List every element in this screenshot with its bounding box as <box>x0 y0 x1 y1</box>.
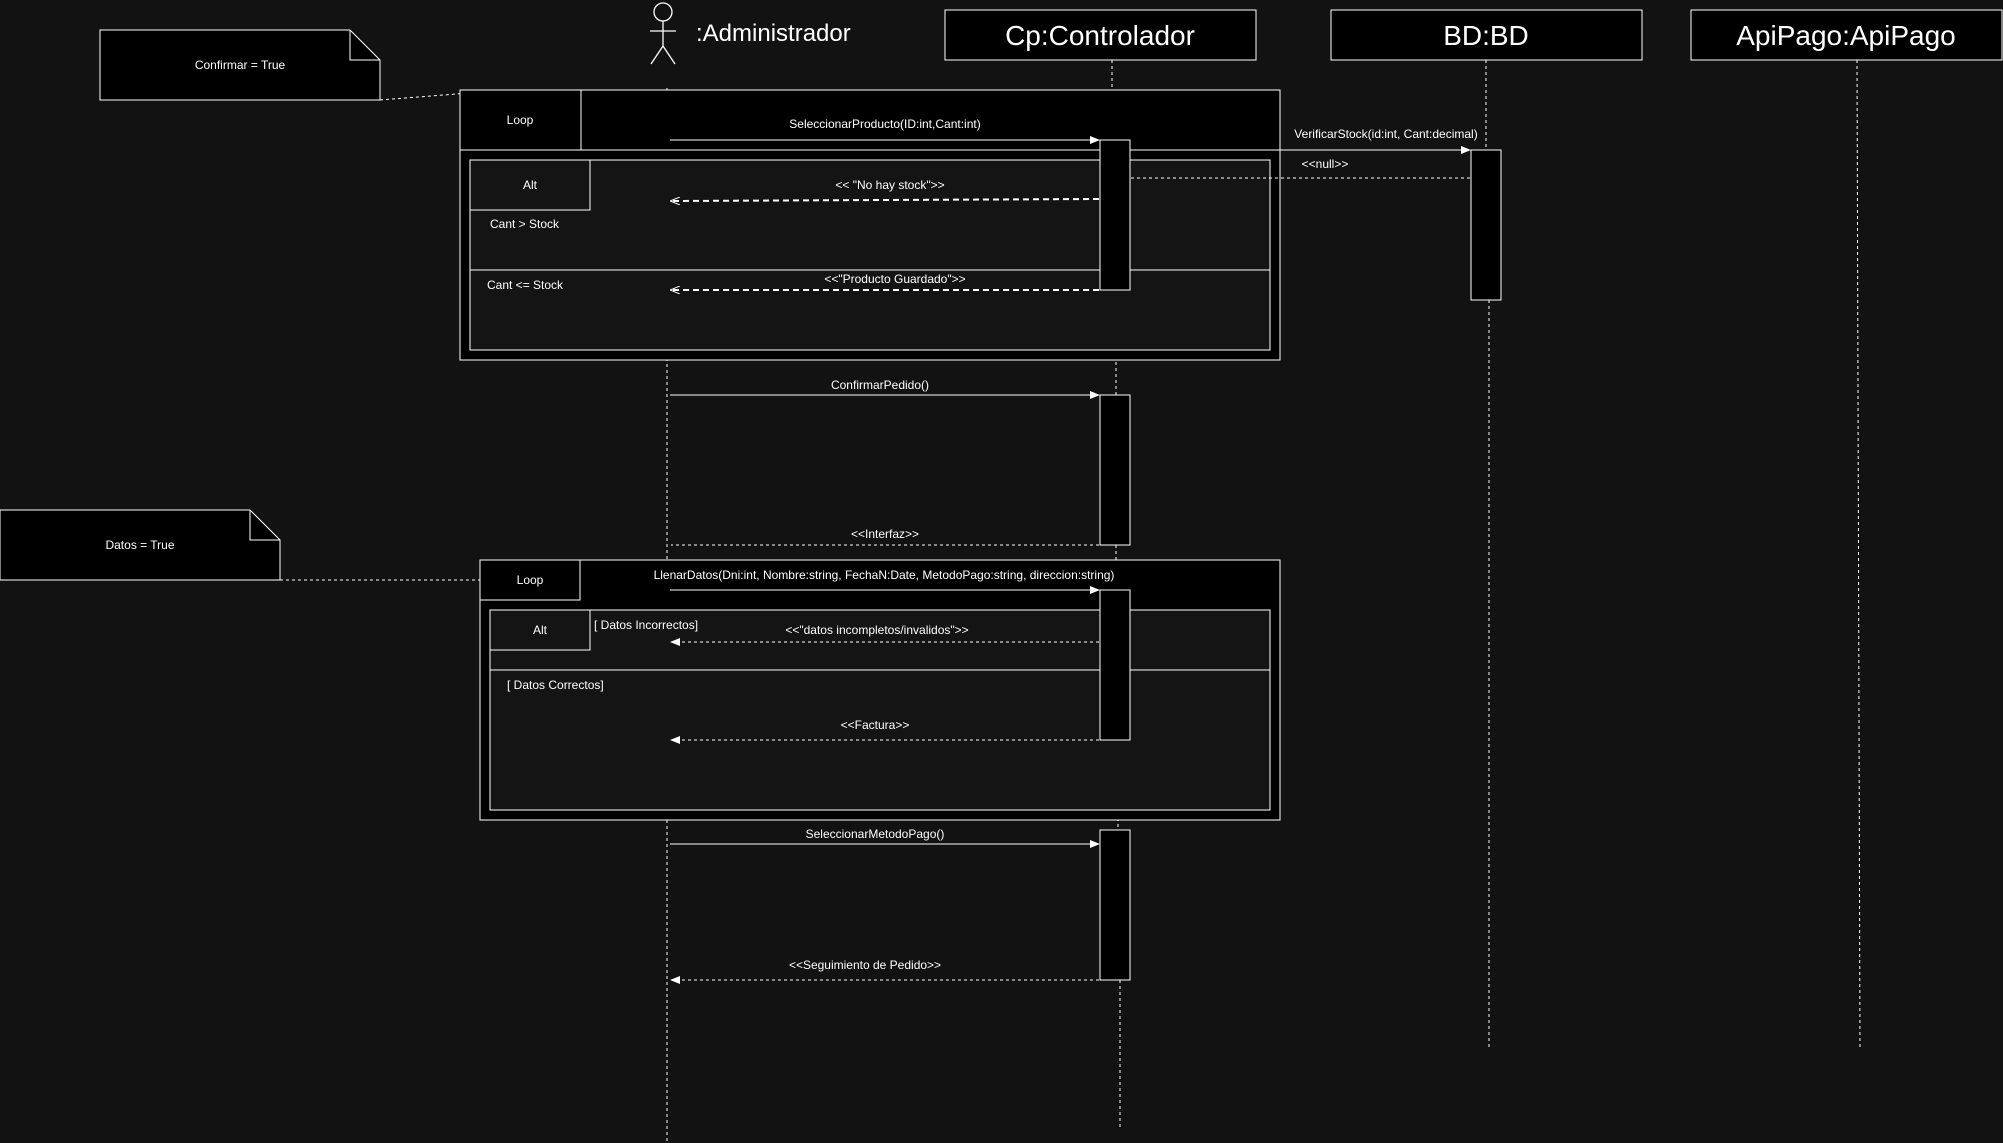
actor-label: :Administrador <box>696 20 851 47</box>
message-label: <<Interfaz>> <box>851 527 919 541</box>
message-seguimiento-pedido[interactable]: <<Seguimiento de Pedido>> <box>670 958 1099 984</box>
message-factura[interactable]: <<Factura>> <box>670 718 1099 744</box>
message-datos-incompletos[interactable]: <<"datos incompletos/invalidos">> <box>670 623 1099 646</box>
message-seleccionar-producto[interactable]: SeleccionarProducto(ID:int,Cant:int) <box>670 117 1100 144</box>
message-label: <<"datos incompletos/invalidos">> <box>785 623 968 637</box>
message-verificar-stock[interactable]: VerificarStock(id:int, Cant:decimal) <box>1130 127 1478 154</box>
activation-bd-1 <box>1470 149 1502 301</box>
fragment-label-box <box>469 159 591 211</box>
note-connector <box>379 92 470 101</box>
note-confirmar[interactable]: Confirmar = True <box>99 29 381 101</box>
message-null-return[interactable]: <<null>> <box>1131 157 1470 179</box>
message-label: SeleccionarMetodoPago() <box>806 827 945 841</box>
alt-fragment-2[interactable]: Alt [ Datos Incorrectos] [ Datos Correct… <box>489 609 1271 811</box>
fragment-label: Alt <box>533 623 548 637</box>
note-text: Confirmar = True <box>195 58 286 72</box>
alt-fragment-1[interactable]: Alt Cant > Stock Cant <= Stock <box>469 159 1271 351</box>
note-datos[interactable]: Datos = True <box>0 509 281 581</box>
message-label: << "No hay stock">> <box>835 178 944 192</box>
lifeline-bd <box>1485 60 1490 1050</box>
message-label: <<"Producto Guardado">> <box>824 272 965 286</box>
activation-controlador-3 <box>1099 589 1131 741</box>
message-label: SeleccionarProducto(ID:int,Cant:int) <box>789 117 980 131</box>
message-label: VerificarStock(id:int, Cant:decimal) <box>1294 127 1477 141</box>
fragment-label-box <box>489 609 591 651</box>
fragment-label: Alt <box>523 178 538 192</box>
lifeline-apipago <box>1856 59 1861 1051</box>
message-label: <<Factura>> <box>841 718 910 732</box>
activation-controlador-1 <box>1099 139 1131 291</box>
participant-label: Cp:Controlador <box>1005 20 1195 51</box>
activation-controlador-4 <box>1099 829 1131 981</box>
fragment-label: Loop <box>507 113 534 127</box>
guard-label: Cant <= Stock <box>487 278 564 292</box>
fragment-label: Loop <box>517 573 544 587</box>
actor-head-icon <box>653 2 673 22</box>
participant-controlador[interactable]: Cp:Controlador <box>944 9 1257 61</box>
message-label: LlenarDatos(Dni:int, Nombre:string, Fech… <box>654 568 1115 582</box>
message-producto-guardado[interactable]: <<"Producto Guardado">> <box>671 272 1099 290</box>
message-label: <<null>> <box>1302 157 1349 171</box>
participant-bd[interactable]: BD:BD <box>1330 9 1643 61</box>
guard-label: Cant > Stock <box>490 217 560 231</box>
guard-label: [ Datos Correctos] <box>507 678 604 692</box>
activation-controlador-2 <box>1099 394 1131 546</box>
message-interfaz[interactable]: <<Interfaz>> <box>671 527 1099 546</box>
message-label: ConfirmarPedido() <box>831 378 929 392</box>
participant-label: BD:BD <box>1443 20 1529 51</box>
fragment-label-box <box>459 89 582 151</box>
fragment-label-box <box>479 559 581 601</box>
message-seleccionar-metodo-pago[interactable]: SeleccionarMetodoPago() <box>670 827 1100 848</box>
message-llenar-datos[interactable]: LlenarDatos(Dni:int, Nombre:string, Fech… <box>654 568 1115 594</box>
guard-label: [ Datos Incorrectos] <box>594 618 698 632</box>
message-confirmar-pedido[interactable]: ConfirmarPedido() <box>670 378 1100 399</box>
message-label: <<Seguimiento de Pedido>> <box>789 958 941 972</box>
note-text: Datos = True <box>105 538 174 552</box>
message-no-hay-stock[interactable]: << "No hay stock">> <box>671 178 1100 201</box>
actor-administrador[interactable]: :Administrador <box>650 2 851 65</box>
participant-apipago[interactable]: ApiPago:ApiPago <box>1690 9 2003 61</box>
participant-label: ApiPago:ApiPago <box>1736 20 1956 51</box>
